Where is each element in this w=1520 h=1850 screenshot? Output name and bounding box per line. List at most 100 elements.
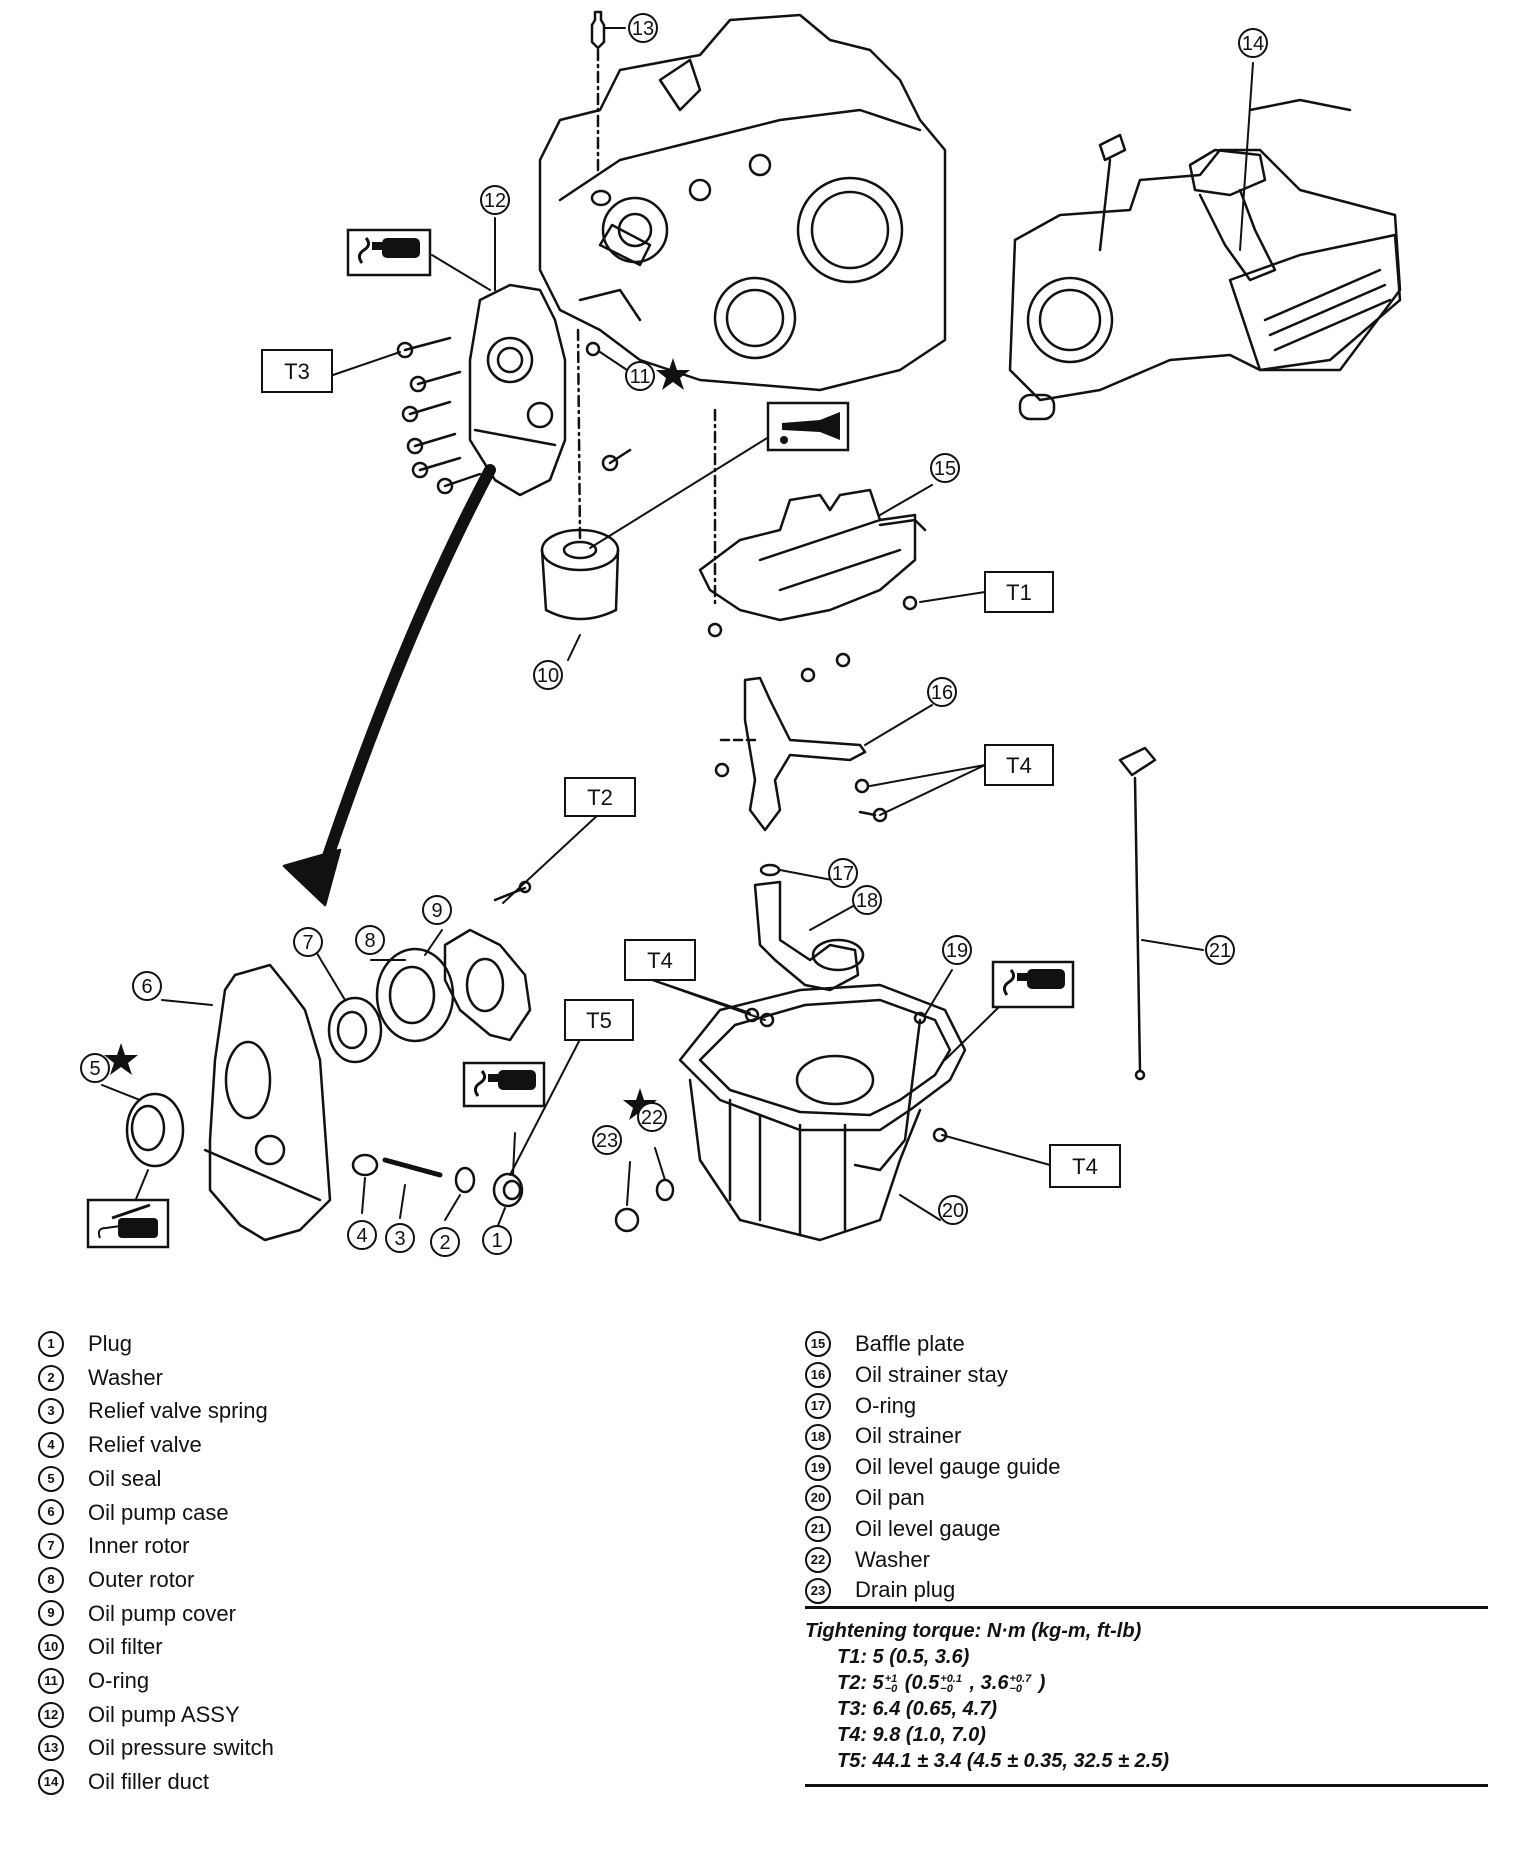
callout-7: 7 [293, 927, 323, 957]
torque-box-t3 [261, 349, 333, 393]
callout-number: 14 [38, 1768, 64, 1795]
oil-pump-cover [443, 928, 532, 1042]
callout-number: 17 [832, 863, 854, 885]
callout-5: 5 [80, 1053, 110, 1083]
callout-number: 20 [942, 1200, 964, 1222]
legend-label: O-ring [88, 1668, 150, 1694]
callout-circle [1205, 935, 1235, 965]
callout-6: 6 [132, 971, 162, 1001]
callout-circle [132, 971, 162, 1001]
legend-item: 11 O-ring [38, 1664, 274, 1698]
torque-t5: T5: 44.1 ± 3.4 (4.5 ± 0.35, 32.5 ± 2.5) [837, 1750, 1170, 1772]
liquid-gasket-icon [991, 960, 1075, 1009]
callout-number: 18 [805, 1423, 831, 1450]
tolerance-plus: +1 [884, 1672, 898, 1685]
torque-box-t4-stay [984, 744, 1054, 786]
callout-number: 10 [537, 665, 559, 687]
liquid-gasket-icon [462, 1061, 546, 1108]
oil-filter [540, 328, 620, 621]
torque-box-t1 [984, 571, 1054, 613]
oil-seal [125, 1092, 185, 1168]
oil-strainer-stay [714, 676, 888, 832]
legend-label: O-ring [855, 1392, 917, 1418]
callout-number: 15 [934, 458, 956, 480]
callout-number: 12 [484, 190, 506, 212]
callout-number: 11 [38, 1667, 64, 1694]
callout-number: 4 [38, 1431, 64, 1458]
grease-icon [86, 1198, 170, 1249]
callout-18: 18 [852, 885, 882, 915]
torque-box-t4-pan [1049, 1144, 1121, 1188]
liquid-gasket-icon [346, 228, 432, 277]
legend-label: Oil filler duct [88, 1769, 210, 1795]
callout-12: 12 [480, 185, 510, 215]
washer-22 [655, 1178, 675, 1202]
torque-t2: T2: 5+1−0 (0.5+0.1−0 , 3.6+0.7−0 ) [805, 1670, 1169, 1696]
oil-pan [678, 983, 967, 1242]
relief-valve-parts [351, 1153, 524, 1208]
legend-label: Drain plug [855, 1577, 956, 1603]
callout-number: 21 [1209, 940, 1231, 962]
torque-box-t2 [564, 777, 636, 817]
t3-bolts [396, 336, 632, 495]
callout-circle [637, 1102, 667, 1132]
engine-block [538, 13, 947, 392]
legend-label: Oil pump ASSY [88, 1701, 240, 1727]
callout-circle [930, 453, 960, 483]
callout-number: 7 [302, 932, 313, 954]
torque-label-t1: T1 [1006, 580, 1032, 605]
callout-circle [80, 1053, 110, 1083]
star-icon [656, 358, 690, 390]
callout-number: 21 [805, 1516, 831, 1543]
callout-circle [482, 1225, 512, 1255]
callout-number: 1 [38, 1330, 64, 1357]
torque-t4: T4: 9.8 (1.0, 7.0) [837, 1724, 986, 1746]
torque-t3: T3: 6.4 (0.65, 4.7) [837, 1698, 998, 1720]
callout-number: 6 [141, 976, 152, 998]
callout-number: 8 [364, 930, 375, 952]
callout-circle [852, 885, 882, 915]
box-leaders [121, 254, 1051, 1234]
callout-circle [422, 895, 452, 925]
callout-circle [385, 1223, 415, 1253]
legend-label: Relief valve [88, 1432, 202, 1458]
callout-circle [533, 660, 563, 690]
callout-number: 15 [805, 1331, 831, 1358]
torque-heading: Tightening torque: N·m (kg-m, ft-lb) [805, 1620, 1142, 1642]
torque-t2-kgm: (0.5 [899, 1672, 940, 1694]
legend-label: Plug [88, 1331, 133, 1356]
callout-3: 3 [385, 1223, 415, 1253]
tolerance-plus: +0.7 [1009, 1672, 1032, 1685]
callout-number: 22 [641, 1107, 663, 1129]
torque-box-t4-strainer [624, 939, 696, 981]
legend-item: 14 Oil filler duct [38, 1765, 274, 1799]
callout-9: 9 [422, 895, 452, 925]
callout-number: 13 [632, 18, 654, 40]
callout-number: 1 [491, 1230, 502, 1252]
callout-4: 4 [347, 1220, 377, 1250]
callout-number: 5 [89, 1058, 100, 1080]
legend-label: Washer [88, 1364, 163, 1390]
callout-circle [293, 927, 323, 957]
callout-11: 11 [625, 361, 655, 391]
oil-pump-case [203, 963, 332, 1242]
torque-label-t5: T5 [586, 1008, 612, 1033]
divider-bottom [805, 1784, 1488, 1787]
torque-label-t4-stay: T4 [1006, 753, 1032, 778]
torque-label-t2: T2 [587, 785, 613, 810]
callout-number: 4 [356, 1225, 367, 1247]
callout-number: 20 [805, 1485, 831, 1512]
legend-label: Oil pump case [88, 1499, 229, 1525]
callout-13: 13 [628, 13, 658, 43]
